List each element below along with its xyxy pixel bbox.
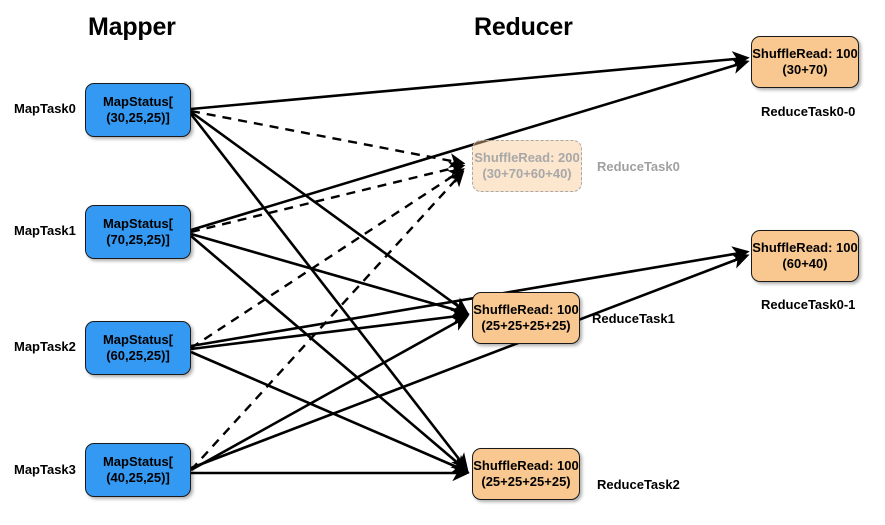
node-reducetask2-line2: (25+25+25+25) <box>481 474 571 489</box>
node-reducetask0-0-line1: ShuffleRead: 100 <box>752 45 858 61</box>
side-label-reducetask2: ReduceTask2 <box>597 477 680 492</box>
node-reducetask1-line2: (25+25+25+25) <box>481 318 571 333</box>
side-label-reducetask1: ReduceTask1 <box>592 311 675 326</box>
node-maptask2[interactable]: MapStatus[ (60,25,25)] <box>85 321 191 375</box>
edge-maptask0-to-reducetask2 <box>189 113 469 471</box>
edge-maptask3-to-reducetask1 <box>190 315 470 472</box>
edge-maptask2-to-reducetask2 <box>190 350 470 474</box>
node-reducetask0-1[interactable]: ShuffleRead: 100 (60+40) <box>751 230 859 282</box>
edge-maptask1-to-reducetask0-0 <box>190 58 750 232</box>
node-reducetask2-line1: ShuffleRead: 100 <box>473 457 579 473</box>
side-label-maptask0: MapTask0 <box>14 101 76 116</box>
edge-maptask2-to-reducetask0-1 <box>190 246 750 348</box>
edge-maptask1-to-reducetask0-dashed <box>190 161 466 234</box>
node-maptask3-line1: MapStatus[ <box>102 453 174 469</box>
node-reducetask1-line1: ShuffleRead: 100 <box>473 301 579 317</box>
bottom-label-reducetask0-1: ReduceTask0-1 <box>761 297 856 312</box>
node-maptask3[interactable]: MapStatus[ (40,25,25)] <box>85 443 191 497</box>
node-reducetask0-1-line1: ShuffleRead: 100 <box>752 239 858 255</box>
dashed-edges <box>190 109 466 471</box>
side-label-reducetask0: ReduceTask0 <box>597 159 680 174</box>
node-maptask1-line1: MapStatus[ <box>102 215 174 231</box>
node-maptask1[interactable]: MapStatus[ (70,25,25)] <box>85 205 191 259</box>
node-maptask0-line1: MapStatus[ <box>102 93 174 109</box>
edge-maptask0-to-reducetask0-dashed <box>190 109 466 169</box>
mapper-section-title: Mapper <box>88 13 176 41</box>
node-reducetask0-0[interactable]: ShuffleRead: 100 (30+70) <box>751 36 859 88</box>
node-maptask0[interactable]: MapStatus[ (30,25,25)] <box>85 83 191 137</box>
edge-maptask3-to-reducetask0-1 <box>190 253 750 470</box>
reducer-section-title: Reducer <box>474 13 573 41</box>
node-reducetask0-line2: (30+70+60+40) <box>482 166 572 181</box>
edge-maptask1-to-reducetask2 <box>190 235 469 473</box>
node-maptask1-line2: (70,25,25)] <box>106 232 170 247</box>
node-reducetask1[interactable]: ShuffleRead: 100 (25+25+25+25) <box>472 292 580 344</box>
edge-maptask1-to-reducetask1 <box>190 232 470 318</box>
side-label-maptask1: MapTask1 <box>14 223 76 238</box>
node-reducetask0-ghost[interactable]: ShuffleRead: 200 (30+70+60+40) <box>472 140 582 192</box>
node-maptask3-line2: (40,25,25)] <box>106 470 170 485</box>
edge-maptask0-to-reducetask0-0 <box>190 51 750 111</box>
bottom-label-reducetask0-0: ReduceTask0-0 <box>761 104 856 119</box>
node-reducetask0-0-line2: (30+70) <box>782 62 828 77</box>
node-maptask2-line1: MapStatus[ <box>102 331 174 347</box>
node-maptask0-line2: (30,25,25)] <box>106 110 170 125</box>
solid-edges <box>189 51 750 482</box>
edge-maptask2-to-reducetask1 <box>190 308 470 351</box>
node-reducetask2[interactable]: ShuffleRead: 100 (25+25+25+25) <box>472 448 580 500</box>
node-reducetask0-1-line2: (60+40) <box>782 256 828 271</box>
side-label-maptask2: MapTask2 <box>14 339 76 354</box>
edge-maptask2-to-reducetask0-dashed <box>190 168 465 350</box>
side-label-maptask3: MapTask3 <box>14 462 76 477</box>
node-reducetask0-line1: ShuffleRead: 200 <box>474 149 580 165</box>
edge-maptask0-to-reducetask1 <box>190 110 470 315</box>
edge-maptask3-to-reducetask0-dashed <box>190 170 465 471</box>
node-maptask2-line2: (60,25,25)] <box>106 348 170 363</box>
